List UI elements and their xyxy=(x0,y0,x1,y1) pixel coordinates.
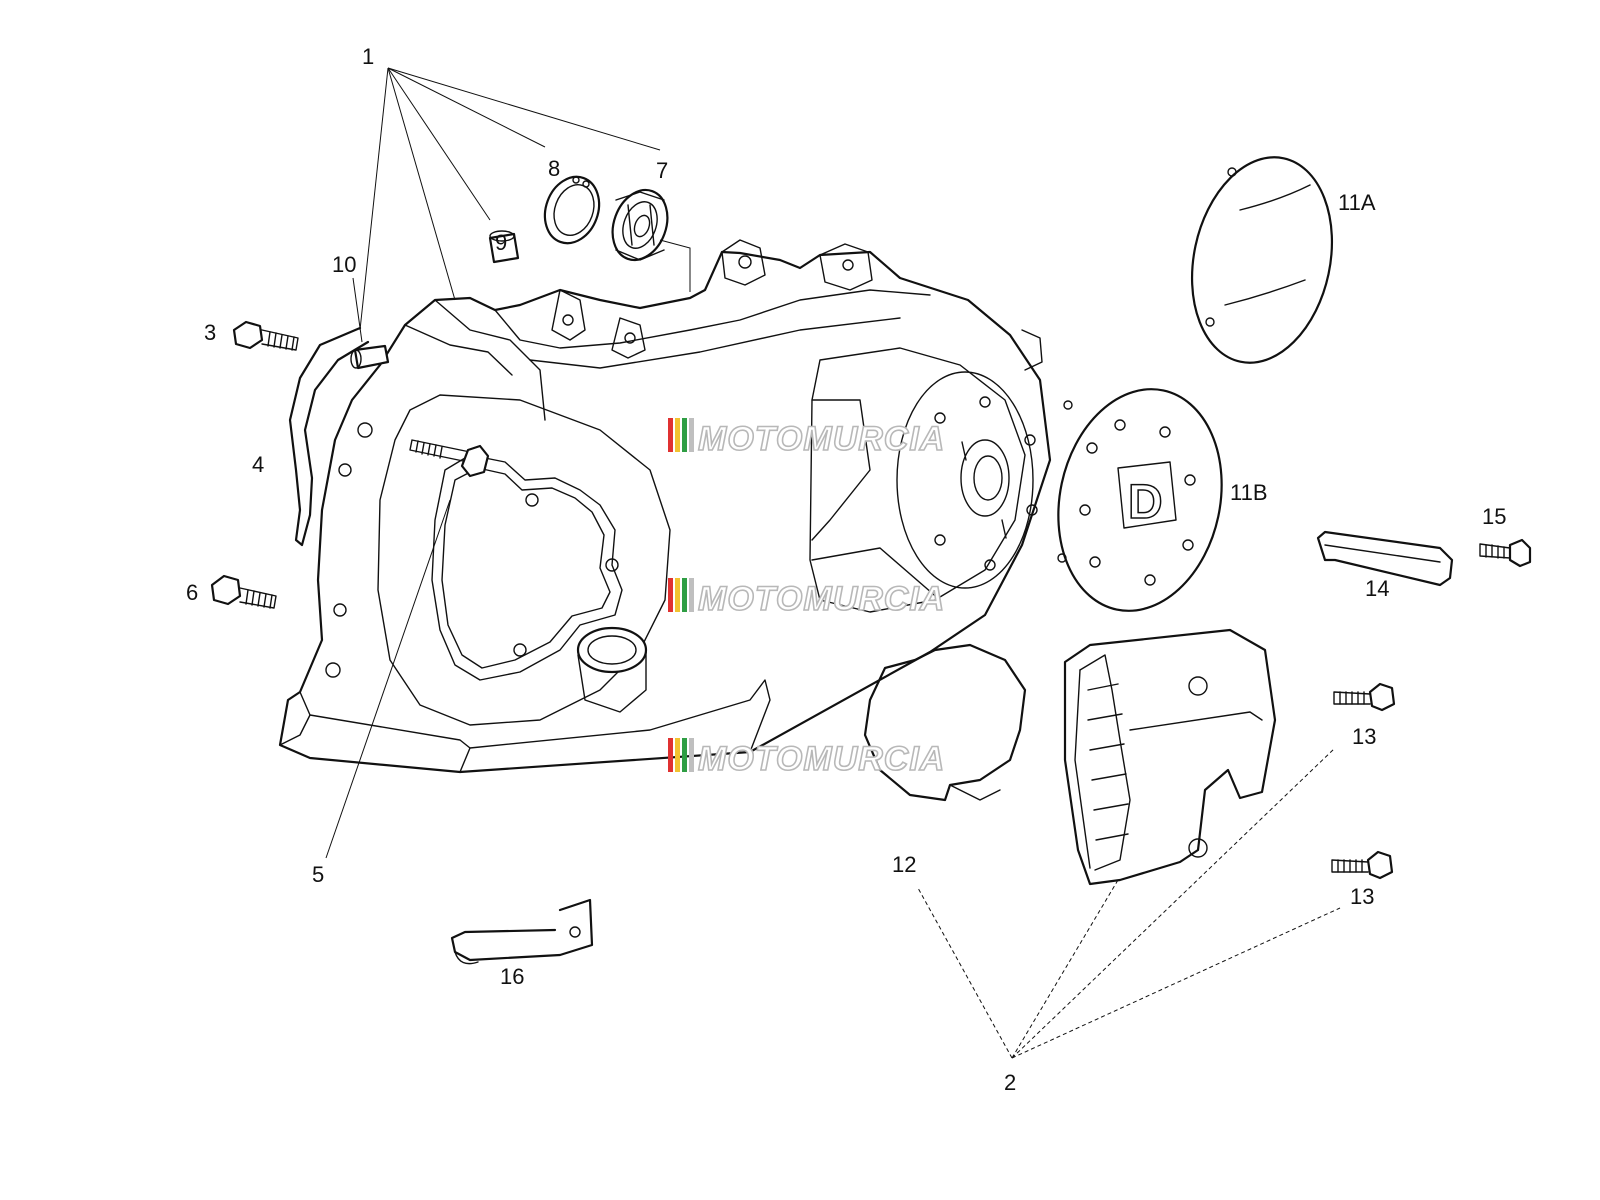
bushing-part-9 xyxy=(488,230,520,264)
circlip-part-8 xyxy=(543,175,601,245)
label-15: 15 xyxy=(1482,504,1506,529)
label-13-upper: 13 xyxy=(1352,724,1376,749)
cap-part-11a xyxy=(1190,156,1334,364)
label-16: 16 xyxy=(500,964,524,989)
label-12: 12 xyxy=(892,852,916,877)
bolt-part-3 xyxy=(232,320,299,351)
screw-part-13-upper xyxy=(1333,682,1396,712)
label-3: 3 xyxy=(204,320,216,345)
label-7: 7 xyxy=(656,158,668,183)
watermark-text-top: MOTOMURCIA xyxy=(698,420,945,458)
bearing-part-7 xyxy=(611,188,691,292)
cap-part-11b: D xyxy=(1057,388,1223,612)
screw-part-15 xyxy=(1479,538,1532,568)
label-11a: 11A xyxy=(1338,190,1376,215)
dowel-part-10 xyxy=(350,344,390,370)
label-5: 5 xyxy=(312,862,324,887)
left-shield-part-4 xyxy=(288,326,370,547)
screw-part-13-lower xyxy=(1331,850,1394,880)
watermark-middle: MOTOMURCIA xyxy=(668,578,945,619)
bolt-part-6 xyxy=(210,574,277,609)
gasket-part-12 xyxy=(863,643,1027,802)
leader-lines xyxy=(325,67,1341,1059)
duct-cover-part-2 xyxy=(1063,628,1277,886)
label-10: 10 xyxy=(332,252,356,277)
cap-letter: D xyxy=(1128,476,1163,529)
bracket-part-14 xyxy=(1316,530,1454,587)
label-1: 1 xyxy=(362,44,374,69)
label-2: 2 xyxy=(1004,1070,1016,1095)
part-labels: 1 8 7 9 10 3 4 6 5 16 11A 11B 15 14 13 1… xyxy=(186,44,1506,1095)
label-8: 8 xyxy=(548,156,560,181)
transmission-cover xyxy=(278,239,1052,774)
watermark-top: MOTOMURCIA xyxy=(668,418,945,459)
clamp-part-16 xyxy=(450,898,594,965)
label-9: 9 xyxy=(495,230,507,255)
label-4: 4 xyxy=(252,452,264,477)
watermark-bottom: MOTOMURCIA xyxy=(668,738,945,779)
label-6: 6 xyxy=(186,580,198,605)
label-11b: 11B xyxy=(1230,480,1268,505)
stud-part-5 xyxy=(409,439,490,478)
label-14: 14 xyxy=(1365,576,1389,601)
watermark-text-middle: MOTOMURCIA xyxy=(698,580,945,618)
label-13-lower: 13 xyxy=(1350,884,1374,909)
watermark-text-bottom: MOTOMURCIA xyxy=(698,740,945,778)
